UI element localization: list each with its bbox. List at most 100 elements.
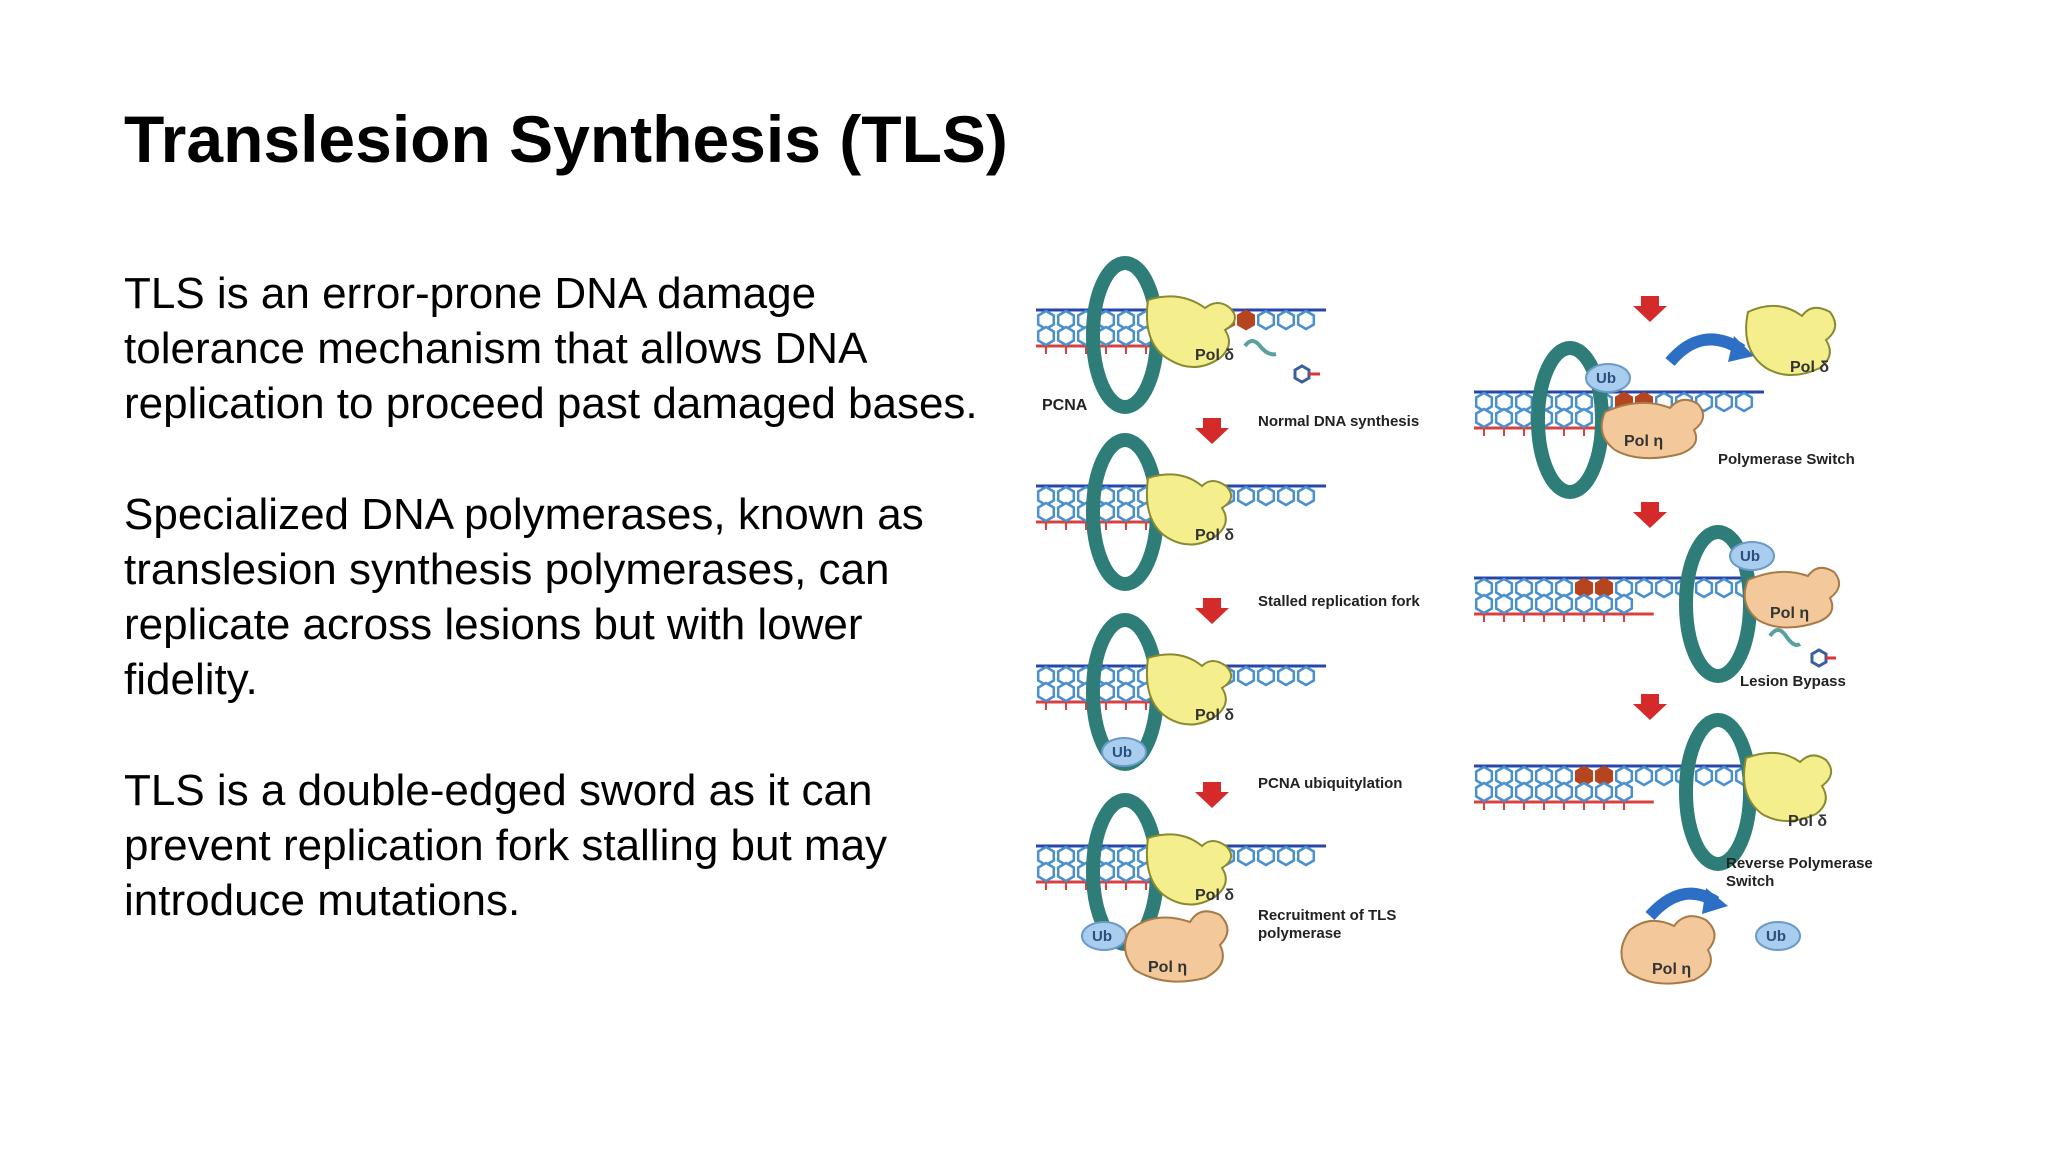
dna-base	[1056, 501, 1076, 523]
pol-eta	[1743, 566, 1841, 629]
dna-base	[1614, 781, 1634, 803]
ubiquitin-label: Ub	[1740, 548, 1760, 565]
dna-base	[1276, 665, 1296, 687]
dna-base	[1036, 325, 1056, 347]
pol-eta	[1620, 915, 1716, 985]
dna-base	[1116, 861, 1136, 883]
dna-base	[1534, 781, 1554, 803]
step-label-recruitment-2: polymerase	[1258, 925, 1341, 942]
dna-base	[1296, 665, 1316, 687]
tls-mechanism-diagram: Pol δ PCNA Normal DNA synthesis Pol δ St…	[1030, 250, 1910, 990]
dna-base	[1236, 845, 1256, 867]
step-normal-synthesis: Pol δ PCNA Normal DNA synthesis	[1036, 256, 1419, 430]
ubiquitin-label: Ub	[1092, 928, 1112, 945]
dna-base	[1714, 391, 1734, 413]
step-reverse-switch: Pol δ Reverse Polymerase Switch Ub Pol η	[1474, 713, 1873, 985]
dna-base	[1734, 391, 1754, 413]
step-label-bypass: Lesion Bypass	[1740, 673, 1846, 690]
dna-base	[1116, 501, 1136, 523]
pol-delta-label: Pol δ	[1195, 887, 1234, 904]
dna-base	[1574, 593, 1594, 615]
pol-delta-label: Pol δ	[1195, 707, 1234, 724]
dna-base	[1296, 485, 1316, 507]
red-down-arrow-icon	[1195, 598, 1229, 624]
step-polymerase-switch: Pol δ Ub Pol η Polymerase Switch	[1474, 296, 1855, 499]
pol-eta-label: Pol η	[1624, 433, 1663, 450]
step-recruitment-tls: Pol δ Ub Pol η Recruitment of TLS polyme…	[1036, 793, 1396, 983]
dna-base	[1554, 407, 1574, 429]
ubiquitin-badge	[1755, 921, 1801, 951]
dna-base	[1096, 861, 1116, 883]
dna-base	[1694, 765, 1714, 787]
dna-base	[1574, 407, 1594, 429]
dna-base	[1116, 325, 1136, 347]
dna-base	[1494, 781, 1514, 803]
dna-base	[1276, 309, 1296, 331]
slide-title: Translesion Synthesis (TLS)	[124, 102, 1008, 176]
ubiquitin-badge	[1729, 541, 1775, 571]
dna-duplex	[1474, 576, 1764, 622]
pol-delta-label: Pol δ	[1790, 359, 1829, 376]
pol-delta	[1145, 653, 1233, 726]
step-label-reverse-2: Switch	[1726, 873, 1774, 890]
dna-base	[1514, 781, 1534, 803]
pcna-ring	[1679, 713, 1757, 871]
body-text: TLS is an error-prone DNA damage toleran…	[124, 266, 984, 984]
ubiquitin-label: Ub	[1596, 370, 1616, 387]
dna-base	[1574, 781, 1594, 803]
ubiquitin-badge	[1101, 737, 1147, 767]
red-down-arrow-icon	[1195, 418, 1229, 444]
pol-delta	[1745, 305, 1837, 376]
dna-base	[1236, 485, 1256, 507]
pol-delta	[1146, 295, 1236, 368]
dna-base	[1654, 765, 1674, 787]
dna-base	[1056, 325, 1076, 347]
dna-base	[1296, 309, 1316, 331]
pol-delta-label: Pol δ	[1195, 527, 1234, 544]
dna-base	[1714, 765, 1734, 787]
dna-base	[1256, 845, 1276, 867]
dna-base	[1256, 665, 1276, 687]
red-down-arrow-icon	[1633, 502, 1667, 528]
red-down-arrow-icon	[1633, 694, 1667, 720]
dna-base	[1654, 577, 1674, 599]
step-label-ubiquitylation: PCNA ubiquitylation	[1258, 775, 1402, 792]
dna-base	[1036, 861, 1056, 883]
ubiquitin-label: Ub	[1112, 744, 1132, 761]
dna-base	[1056, 681, 1076, 703]
pol-delta	[1743, 751, 1833, 822]
incoming-nucleotide-icon	[1293, 364, 1311, 384]
step-label-stalled: Stalled replication fork	[1258, 593, 1420, 610]
dna-base	[1694, 577, 1714, 599]
dna-base	[1554, 781, 1574, 803]
nucleotide-wave-icon	[1768, 628, 1802, 647]
dna-base	[1236, 665, 1256, 687]
dna-base	[1056, 861, 1076, 883]
dna-base	[1256, 485, 1276, 507]
pol-delta-label: Pol δ	[1788, 813, 1827, 830]
pol-eta-label: Pol η	[1148, 959, 1187, 976]
step-label-switch: Polymerase Switch	[1718, 451, 1855, 468]
dna-base	[1036, 501, 1056, 523]
paragraph-polymerases: Specialized DNA polymerases, known as tr…	[124, 490, 924, 704]
nucleotide-wave-icon	[1243, 339, 1277, 357]
dna-base	[1474, 593, 1494, 615]
dna-base	[1634, 577, 1654, 599]
dna-base	[1494, 407, 1514, 429]
step-label-normal: Normal DNA synthesis	[1258, 413, 1419, 430]
dna-base	[1514, 593, 1534, 615]
step-lesion-bypass: Ub Pol η Lesion Bypass	[1474, 525, 1846, 690]
pol-delta	[1145, 473, 1233, 546]
step-label-reverse-1: Reverse Polymerase	[1726, 855, 1873, 872]
red-down-arrow-icon	[1633, 296, 1667, 322]
step-label-recruitment-1: Recruitment of TLS	[1258, 907, 1396, 924]
red-down-arrow-icon	[1195, 782, 1229, 808]
dna-base	[1096, 501, 1116, 523]
pol-delta-label: Pol δ	[1195, 347, 1234, 364]
dna-base	[1594, 593, 1614, 615]
dna-base	[1256, 309, 1276, 331]
step-stalled-fork: Pol δ Stalled replication fork	[1036, 433, 1420, 610]
dna-base	[1534, 593, 1554, 615]
pcna-label: PCNA	[1042, 397, 1088, 414]
dna-base	[1096, 325, 1116, 347]
